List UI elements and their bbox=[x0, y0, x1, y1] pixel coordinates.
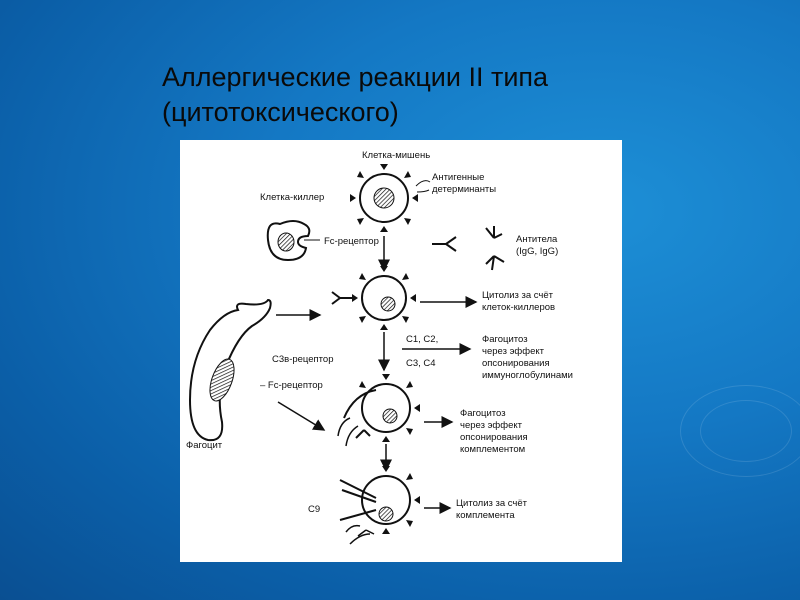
target-cell-top bbox=[350, 164, 418, 232]
antibody-on-cell bbox=[332, 292, 352, 304]
diagram-panel: Клетка-мишень Антигенные детерминанты Кл… bbox=[180, 140, 622, 562]
killer-cell bbox=[268, 221, 310, 260]
label-phago-c-1: Фагоцитоз bbox=[460, 408, 506, 419]
label-phago-ig-1: Фагоцитоз bbox=[482, 334, 528, 345]
label-complement-c1c2: С1, С2, bbox=[406, 334, 438, 345]
label-phago-c-3: опсонирования bbox=[460, 432, 528, 443]
title-line-1: Аллергические реакции II типа bbox=[162, 60, 682, 95]
label-phagocyte: Фагоцит bbox=[186, 440, 223, 451]
label-antibodies-1: Антитела bbox=[516, 234, 558, 245]
label-cytolysis-c-1: Цитолиз за счёт bbox=[456, 498, 528, 509]
target-cell-4 bbox=[340, 466, 420, 544]
background-ripple bbox=[680, 385, 800, 477]
label-antibodies-2: (IgG, IgG) bbox=[516, 246, 558, 257]
target-cell-2 bbox=[352, 266, 416, 330]
label-cytolysis-killer-1: Цитолиз за счёт bbox=[482, 290, 554, 301]
label-killer-cell: Клетка-киллер bbox=[260, 192, 324, 203]
label-phago-ig-4: иммуноглобулинами bbox=[482, 370, 573, 381]
label-antigen-det-2: детерминанты bbox=[432, 184, 496, 195]
label-complement-c3c4: С3, С4 bbox=[406, 358, 436, 369]
label-phago-ig-3: опсонирования bbox=[482, 358, 550, 369]
phagocyte-cell bbox=[190, 300, 271, 440]
allergy-type2-diagram: Клетка-мишень Антигенные детерминанты Кл… bbox=[180, 140, 622, 562]
label-fc-receptor-2: – Fc-рецептор bbox=[260, 380, 323, 391]
label-phago-c-2: через эффект bbox=[460, 420, 523, 431]
label-target-cell: Клетка-мишень bbox=[362, 150, 430, 161]
label-phago-ig-2: через эффект bbox=[482, 346, 545, 357]
title-line-2: (цитотоксического) bbox=[162, 95, 682, 130]
label-phago-c-4: комплементом bbox=[460, 444, 525, 455]
antibody-group bbox=[432, 226, 504, 270]
target-cell-3 bbox=[338, 374, 420, 446]
label-cytolysis-killer-2: клеток-киллеров bbox=[482, 302, 555, 313]
slide-title: Аллергические реакции II типа (цитотокси… bbox=[162, 60, 682, 130]
label-antigen-det-1: Антигенные bbox=[432, 172, 484, 183]
label-c9: С9 bbox=[308, 504, 320, 515]
label-cytolysis-c-2: комплемента bbox=[456, 510, 515, 521]
label-c3b-receptor: С3в-рецептор bbox=[272, 354, 334, 365]
label-fc-receptor: Fc-рецептор bbox=[324, 236, 379, 247]
